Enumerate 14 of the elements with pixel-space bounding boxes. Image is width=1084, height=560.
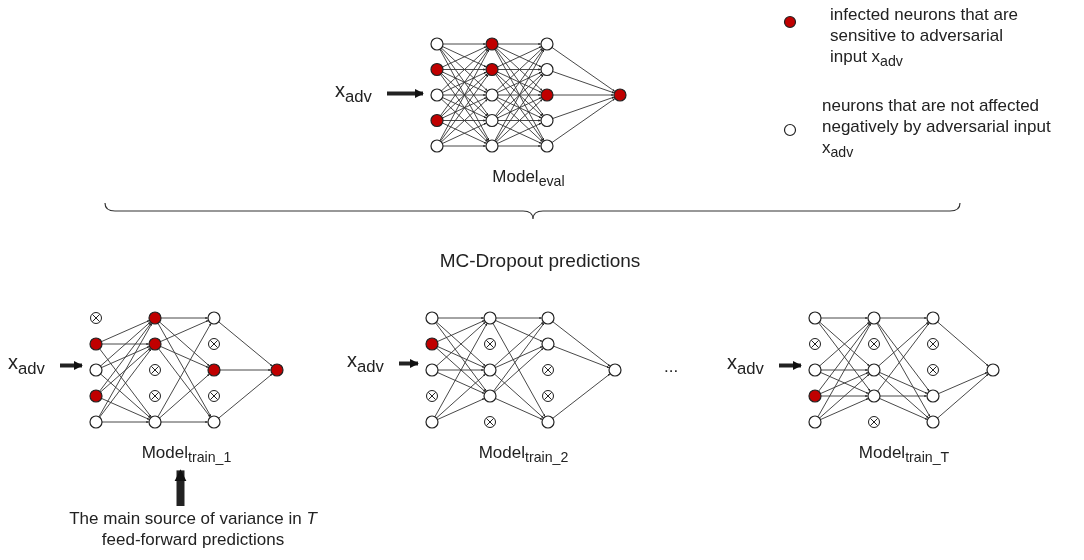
- model-label: Model$_{eval}$: [492, 167, 565, 186]
- arrow: [399, 359, 419, 368]
- input-label: x$_{adv}$: [8, 352, 45, 379]
- ellipsis-text: ...: [664, 356, 680, 377]
- note-text: The main source of variance in T feed-forward predictions: [68, 508, 319, 550]
- arrow: [60, 361, 83, 370]
- section-heading: MC-Dropout predictions: [438, 250, 642, 271]
- arrow: [387, 89, 424, 98]
- legend-text: neurons that are not affected negatively by adversarial input x$_{adv}$: [822, 95, 1052, 163]
- input-label: x$_{adv}$: [347, 350, 384, 377]
- input-label: x$_{adv}$: [335, 80, 372, 107]
- legend-text: infected neurons that are sensitive to adversarial input x$_{adv}$: [830, 4, 1020, 72]
- arrow: [779, 361, 802, 370]
- input-label: x$_{adv}$: [727, 352, 764, 379]
